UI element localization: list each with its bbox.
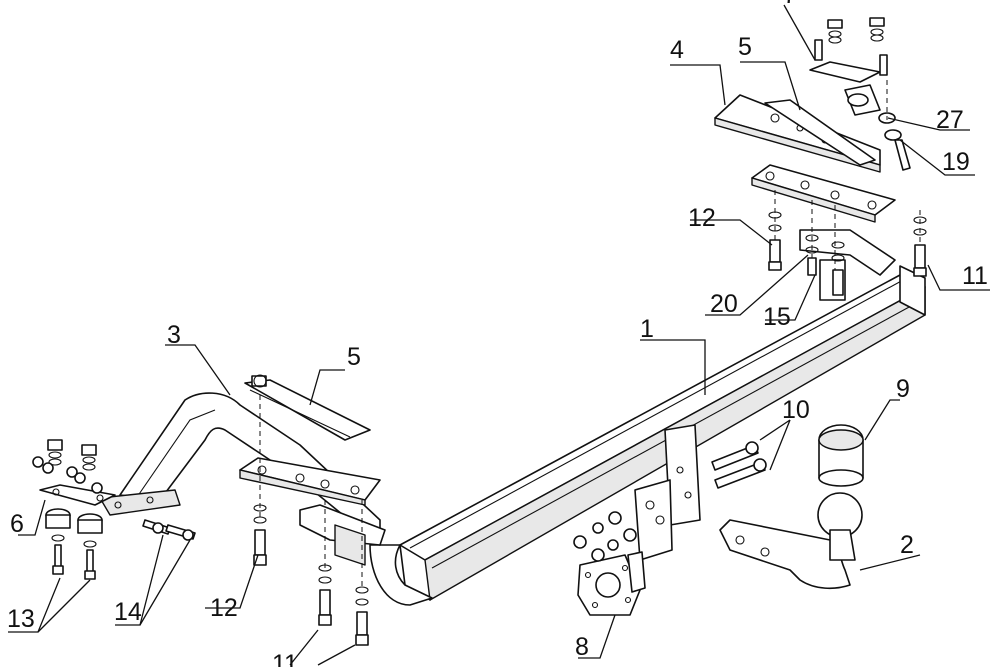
right-top-clamp — [809, 17, 911, 171]
bolts-10 — [711, 441, 767, 489]
leader-lines — [8, 4, 990, 666]
label-27: 27 — [936, 106, 964, 134]
label-4: 4 — [670, 36, 684, 64]
label-7: 7 — [783, 0, 797, 9]
label-11-right: 11 — [962, 262, 988, 290]
label-6: 6 — [10, 510, 24, 538]
ball-cover — [818, 424, 864, 487]
label-10: 10 — [782, 396, 810, 424]
label-5-left: 5 — [347, 343, 361, 371]
label-19: 19 — [942, 148, 970, 176]
center-nut-stack — [573, 511, 637, 562]
left-mounting-plate — [239, 457, 386, 566]
nut-stack-left — [32, 439, 103, 494]
label-12-left: 12 — [210, 594, 238, 622]
label-15: 15 — [763, 303, 791, 331]
label-14: 14 — [114, 598, 142, 626]
label-3: 3 — [167, 321, 181, 349]
left-fasteners — [253, 395, 369, 646]
label-9: 9 — [896, 375, 910, 403]
center-flange — [634, 424, 701, 561]
label-8: 8 — [575, 633, 589, 661]
tow-ball-neck — [719, 492, 863, 590]
right-side-bracket — [714, 94, 896, 301]
socket-plate — [577, 551, 646, 616]
left-end-bracket — [32, 439, 196, 580]
label-5-right: 5 — [738, 33, 752, 61]
pins-14 — [142, 519, 196, 541]
right-fasteners — [768, 190, 927, 296]
label-13: 13 — [7, 605, 35, 633]
label-11-bottom: 11 — [272, 650, 298, 667]
left-top-plate — [244, 374, 371, 441]
part-labels: 1 2 3 4 5 5 6 7 8 9 10 11 11 12 12 13 14… — [7, 0, 988, 667]
label-2: 2 — [900, 531, 914, 559]
label-12-right: 12 — [688, 204, 716, 232]
label-20: 20 — [710, 290, 738, 318]
label-1: 1 — [640, 315, 654, 343]
